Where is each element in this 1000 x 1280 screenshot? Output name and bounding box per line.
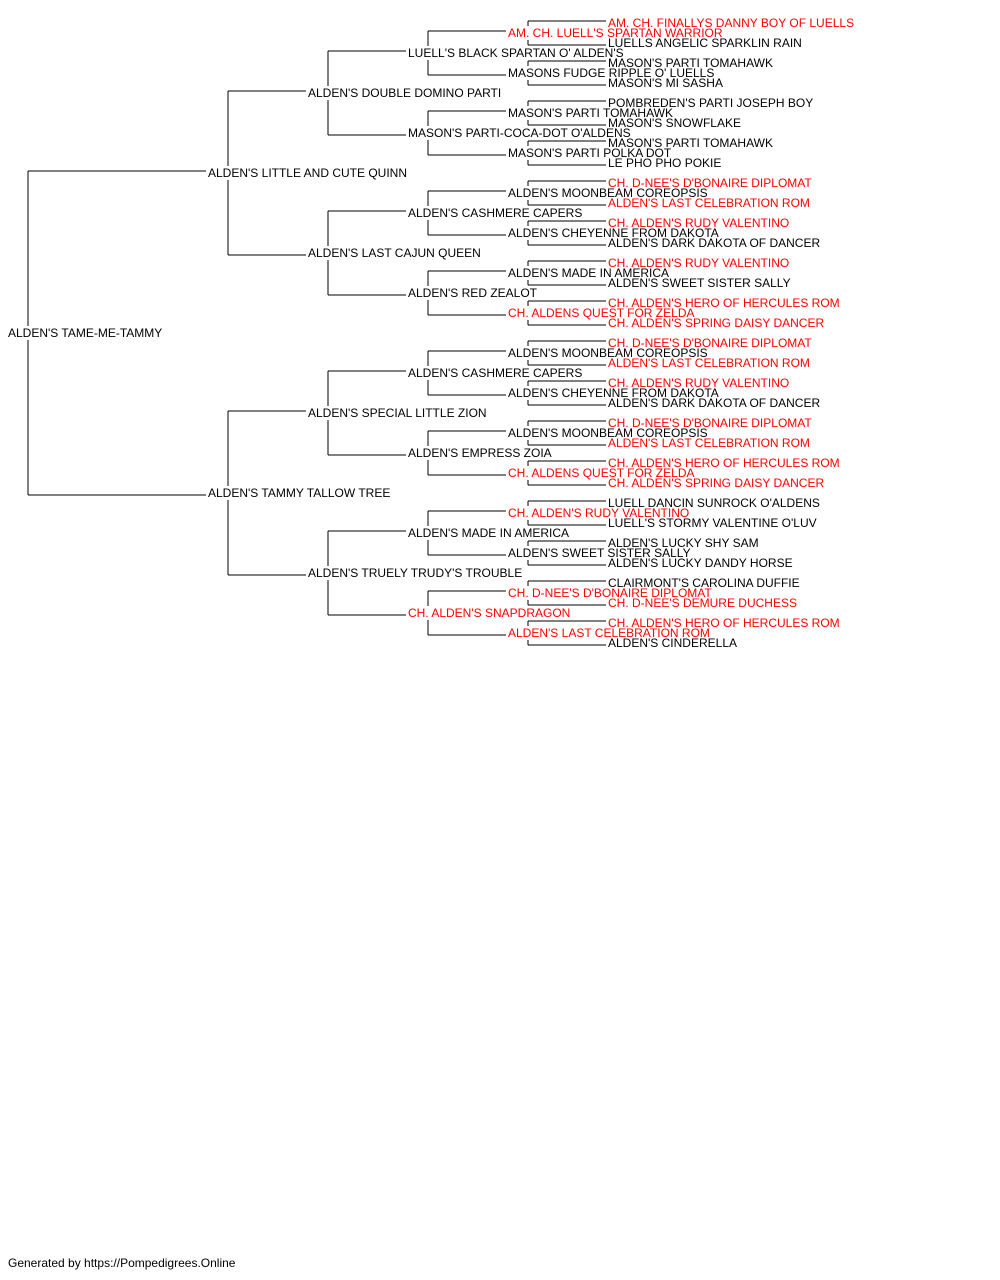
ancestor-name: MASON'S MI SASHA	[608, 76, 723, 90]
footer-credit: Generated by https://Pompedigrees.Online	[8, 1256, 236, 1270]
ancestor-name: ALDEN'S SWEET SISTER SALLY	[508, 546, 691, 560]
ancestor-name: LE PHO PHO POKIE	[608, 156, 721, 170]
ancestor-name: CH. ALDENS QUEST FOR ZELDA	[508, 306, 695, 320]
ancestor-name: ALDEN'S MOONBEAM COREOPSIS	[508, 186, 708, 200]
ancestor-name: POMBREDEN'S PARTI JOSEPH BOY	[608, 96, 813, 110]
ancestor-name: ALDEN'S MADE IN AMERICA	[408, 526, 569, 540]
ancestor-name: ALDEN'S SPECIAL LITTLE ZION	[308, 406, 487, 420]
ancestor-name: MASON'S PARTI POLKA DOT	[508, 146, 672, 160]
ancestor-name: CH. ALDEN'S HERO OF HERCULES ROM	[608, 616, 840, 630]
ancestor-name: ALDEN'S DARK DAKOTA OF DANCER	[608, 236, 820, 250]
ancestor-name: CH. D-NEE'S D'BONAIRE DIPLOMAT	[608, 176, 812, 190]
ancestor-name: CH. D-NEE'S DEMURE DUCHESS	[608, 596, 797, 610]
ancestor-name: ALDEN'S MOONBEAM COREOPSIS	[508, 426, 708, 440]
ancestor-name: ALDEN'S SWEET SISTER SALLY	[608, 276, 791, 290]
ancestor-name: ALDEN'S LUCKY DANDY HORSE	[608, 556, 793, 570]
ancestor-name: ALDEN'S DARK DAKOTA OF DANCER	[608, 396, 820, 410]
ancestor-name: ALDEN'S LUCKY SHY SAM	[608, 536, 759, 550]
ancestor-name: CH. ALDEN'S SPRING DAISY DANCER	[608, 476, 824, 490]
ancestor-name: ALDEN'S CASHMERE CAPERS	[408, 366, 582, 380]
ancestor-name: CH. ALDEN'S HERO OF HERCULES ROM	[608, 296, 840, 310]
ancestor-name: CH. ALDEN'S RUDY VALENTINO	[608, 376, 789, 390]
ancestor-name: CH. ALDEN'S RUDY VALENTINO	[508, 506, 689, 520]
ancestor-name: ALDEN'S LAST CAJUN QUEEN	[308, 246, 481, 260]
ancestor-name: MASONS FUDGE RIPPLE O' LUELLS	[508, 66, 714, 80]
ancestor-name: LUELL'S STORMY VALENTINE O'LUV	[608, 516, 817, 530]
ancestor-name: ALDEN'S CASHMERE CAPERS	[408, 206, 582, 220]
ancestor-name: MASON'S PARTI-COCA-DOT O'ALDENS	[408, 126, 631, 140]
ancestor-name: CH. ALDENS QUEST FOR ZELDA	[508, 466, 695, 480]
ancestor-name: CLAIRMONT'S CAROLINA DUFFIE	[608, 576, 800, 590]
ancestor-name: ALDEN'S DOUBLE DOMINO PARTI	[308, 86, 501, 100]
subject-name: ALDEN'S TAME-ME-TAMMY	[8, 326, 162, 340]
ancestor-name: ALDEN'S LITTLE AND CUTE QUINN	[208, 166, 407, 180]
ancestor-name: CH. D-NEE'S D'BONAIRE DIPLOMAT	[608, 336, 812, 350]
ancestor-name: ALDEN'S MADE IN AMERICA	[508, 266, 669, 280]
ancestor-name: ALDEN'S LAST CELEBRATION ROM	[608, 356, 810, 370]
pedigree-tree: ALDEN'S TAME-ME-TAMMY ALDEN'S LITTLE AND …	[8, 16, 854, 650]
ancestor-name: AM. CH. LUELL'S SPARTAN WARRIOR	[508, 26, 723, 40]
ancestor-name: CH. ALDEN'S SNAPDRAGON	[408, 606, 570, 620]
ancestor-name: ALDEN'S LAST CELEBRATION ROM	[608, 436, 810, 450]
ancestor-name: LUELLS ANGELIC SPARKLIN RAIN	[608, 36, 802, 50]
ancestor-name: ALDEN'S CINDERELLA	[608, 636, 737, 650]
ancestor-name: ALDEN'S LAST CELEBRATION ROM	[608, 196, 810, 210]
ancestor-name: LUELL DANCIN SUNROCK O'ALDENS	[608, 496, 820, 510]
ancestor-name: ALDEN'S TRUELY TRUDY'S TROUBLE	[308, 566, 522, 580]
ancestor-name: ALDEN'S EMPRESS ZOIA	[408, 446, 552, 460]
ancestor-name: ALDEN'S CHEYENNE FROM DAKOTA	[508, 226, 719, 240]
ancestor-name: MASON'S PARTI TOMAHAWK	[608, 136, 773, 150]
ancestor-name: ALDEN'S RED ZEALOT	[408, 286, 538, 300]
ancestor-name: ALDEN'S LAST CELEBRATION ROM	[508, 626, 710, 640]
ancestor-name: CH. ALDEN'S SPRING DAISY DANCER	[608, 316, 824, 330]
ancestor-name: MASON'S PARTI TOMAHAWK	[508, 106, 673, 120]
ancestor-name: ALDEN'S MOONBEAM COREOPSIS	[508, 346, 708, 360]
ancestor-name: CH. D-NEE'S D'BONAIRE DIPLOMAT	[508, 586, 712, 600]
ancestor-name: ALDEN'S CHEYENNE FROM DAKOTA	[508, 386, 719, 400]
ancestor-name: CH. D-NEE'S D'BONAIRE DIPLOMAT	[608, 416, 812, 430]
ancestor-name: ALDEN'S TAMMY TALLOW TREE	[208, 486, 390, 500]
ancestor-name: CH. ALDEN'S HERO OF HERCULES ROM	[608, 456, 840, 470]
ancestor-name: MASON'S SNOWFLAKE	[608, 116, 741, 130]
ancestor-name: AM. CH. FINALLYS DANNY BOY OF LUELLS	[608, 16, 854, 30]
ancestor-name: MASON'S PARTI TOMAHAWK	[608, 56, 773, 70]
ancestor-name: CH. ALDEN'S RUDY VALENTINO	[608, 256, 789, 270]
ancestor-name: CH. ALDEN'S RUDY VALENTINO	[608, 216, 789, 230]
ancestor-name: LUELL'S BLACK SPARTAN O' ALDEN'S	[408, 46, 624, 60]
